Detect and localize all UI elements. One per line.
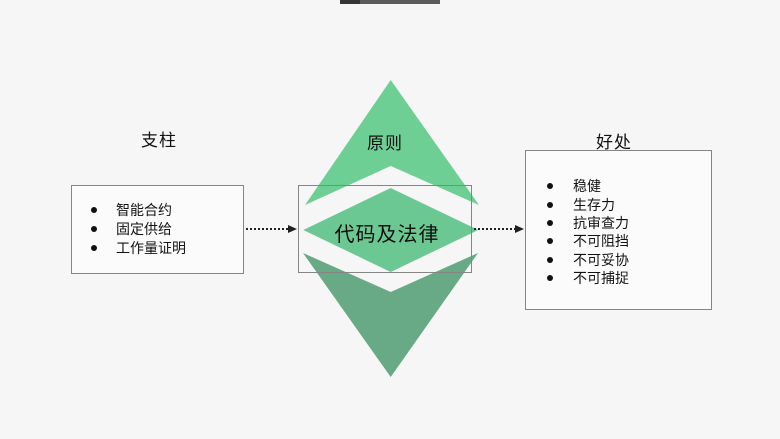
list-item-label: 固定供给 [116,220,172,237]
list-item: 固定供给 [72,219,243,238]
list-item-label: 稳健 [573,178,601,195]
arrow-right-icon [515,224,524,233]
list-item: 不可阻挡 [526,232,711,250]
list-item: 生存力 [526,195,711,213]
pillars-title: 支柱 [141,131,177,150]
benefits-box: 稳健生存力抗审查力不可阻挡不可妥协不可捕捉 [525,150,712,310]
bullet-icon [91,225,97,232]
bullet-icon [547,183,553,190]
list-item: 不可妥协 [526,251,711,269]
bullet-icon [547,201,553,208]
bullet-icon [547,238,553,245]
benefits-title: 好处 [596,133,632,152]
benefits-list: 稳健生存力抗审查力不可阻挡不可妥协不可捕捉 [526,151,711,287]
list-item: 不可捕捉 [526,269,711,287]
core-label: 代码及法律 [334,224,440,246]
list-item: 抗审查力 [526,214,711,232]
list-item-label: 不可阻挡 [573,233,629,250]
list-item-label: 智能合约 [116,201,172,218]
arrow-principles-to-benefits [474,228,516,230]
bullet-icon [547,275,553,282]
logo-top-chevron-icon [305,80,479,205]
arrow-right-icon [288,224,297,233]
list-item-label: 抗审查力 [573,214,629,231]
top-bar [340,0,440,4]
bullet-icon [547,256,553,263]
pillars-box: 智能合约固定供给工作量证明 [71,185,244,274]
list-item-label: 生存力 [573,196,615,213]
core-box [298,185,472,273]
list-item-label: 工作量证明 [116,240,186,257]
bullet-icon [91,206,97,213]
logo-bottom-chevron-icon [303,253,478,377]
list-item: 稳健 [526,177,711,195]
bullet-icon [547,219,553,226]
pillars-list: 智能合约固定供给工作量证明 [72,186,243,258]
list-item: 工作量证明 [72,239,243,258]
list-item-label: 不可捕捉 [573,270,629,287]
bullet-icon [91,245,97,252]
ethereum-classic-logo [303,80,479,377]
arrow-pillars-to-principles [246,228,288,230]
logo-diamond-icon [303,188,479,272]
list-item-label: 不可妥协 [573,251,629,268]
list-item: 智能合约 [72,200,243,219]
principles-title: 原则 [367,134,403,153]
